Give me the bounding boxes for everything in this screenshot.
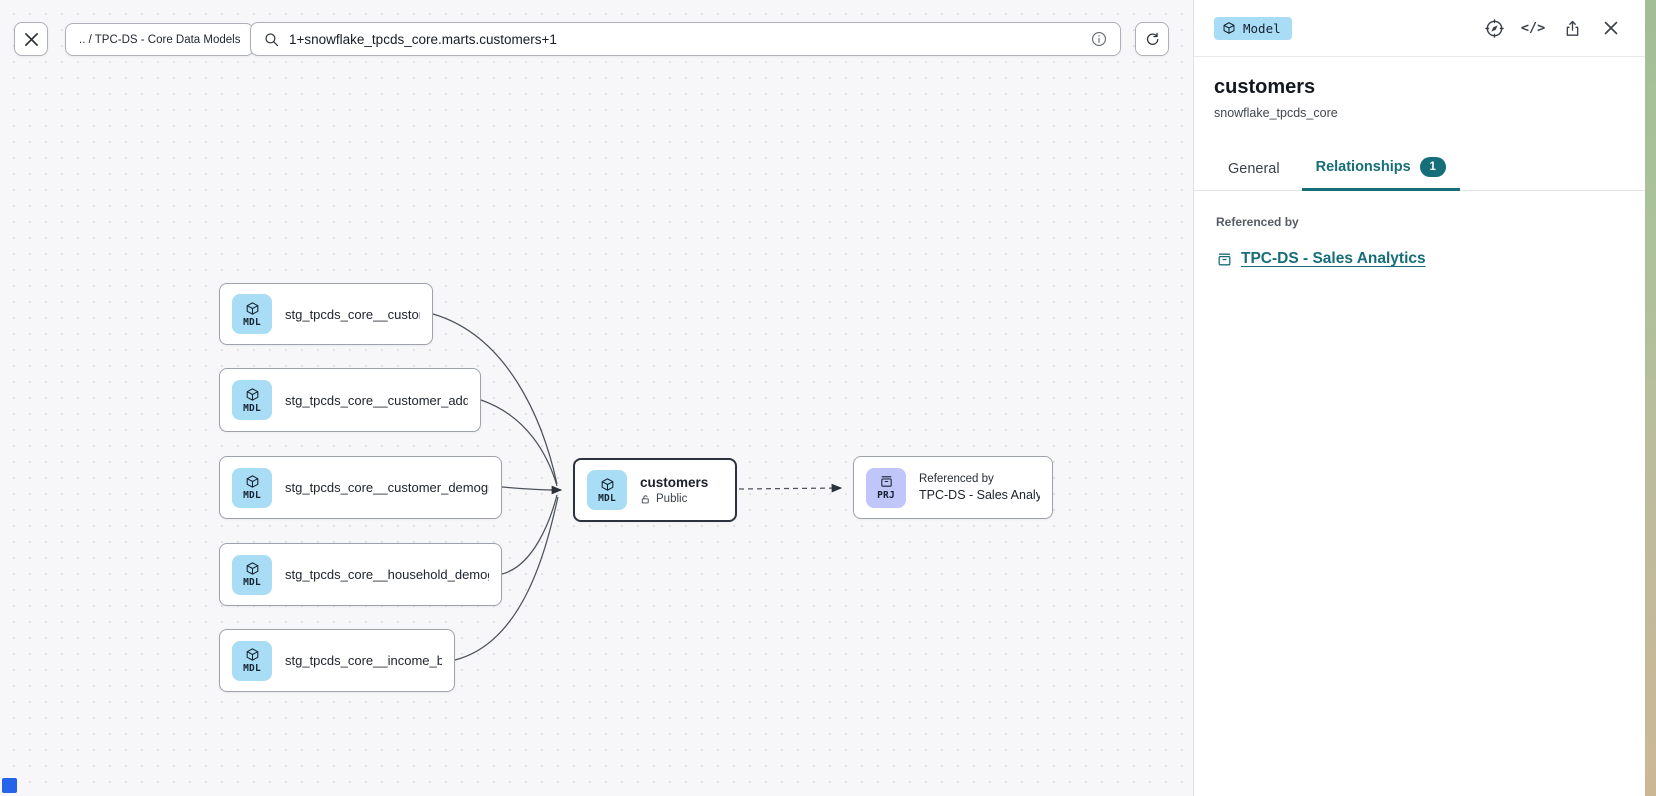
model-badge: MDL — [587, 470, 627, 510]
model-type-label: Model — [1243, 20, 1281, 36]
search-input[interactable] — [289, 31, 1081, 47]
node-stg-tpcds-core-customer-address[interactable]: MDL stg_tpcds_core__customer_address — [219, 368, 481, 432]
open-lock-icon — [641, 494, 649, 503]
section-label: Referenced by — [1216, 215, 1299, 229]
node-label: stg_tpcds_core__customer — [285, 306, 420, 322]
node-label: customers — [640, 475, 709, 490]
node-stg-tpcds-core-household-demographics[interactable]: MDL stg_tpcds_core__household_demogr… — [219, 543, 502, 606]
refresh-button[interactable] — [1135, 22, 1169, 56]
tab-relationships-label: Relationships — [1315, 159, 1411, 175]
close-panel-button[interactable] — [1599, 16, 1623, 40]
breadcrumb[interactable]: .. / TPC-DS - Core Data Models — [65, 23, 255, 56]
project-badge: PRJ — [866, 467, 906, 508]
node-label: stg_tpcds_core__customer_demogra… — [285, 480, 489, 495]
tab-relationships[interactable]: Relationships 1 — [1301, 145, 1460, 191]
model-badge: MDL — [232, 294, 272, 334]
cube-icon — [246, 562, 258, 575]
node-label: TPC-DS - Sales Analytics — [919, 488, 1040, 502]
relationship-count-badge: 1 — [1419, 157, 1446, 177]
search-icon — [265, 32, 279, 46]
visibility-label: Public — [656, 493, 688, 505]
close-icon — [24, 32, 38, 46]
node-stg-tpcds-core-income-band[interactable]: MDL stg_tpcds_core__income_band — [219, 629, 455, 692]
model-badge: MDL — [232, 640, 272, 681]
lineage-canvas[interactable]: .. / TPC-DS - Core Data Models MDL stg_t… — [0, 0, 1193, 796]
drawer-icon — [880, 476, 892, 487]
close-lineage-button[interactable] — [14, 22, 48, 56]
code-icon: </> — [1520, 20, 1546, 36]
cube-icon — [246, 648, 258, 661]
node-label: stg_tpcds_core__customer_address — [285, 392, 468, 408]
node-reference-title: Referenced by — [919, 473, 994, 485]
breadcrumb-label: .. / TPC-DS - Core Data Models — [79, 33, 241, 46]
refresh-icon — [1146, 32, 1158, 45]
cube-icon — [601, 477, 613, 491]
minimap-viewport-indicator — [2, 778, 17, 793]
info-icon[interactable] — [1090, 30, 1108, 48]
tab-general-label: General — [1228, 161, 1280, 177]
share-button[interactable] — [1560, 16, 1584, 40]
compass-icon — [1484, 18, 1504, 38]
badge-code-label: MDL — [243, 316, 261, 328]
node-visibility: Public — [640, 493, 708, 505]
model-type-badge: Model — [1214, 16, 1292, 40]
canvas-bottom-scrollbar[interactable] — [0, 786, 1193, 796]
node-referenced-project[interactable]: PRJ Referenced by TPC-DS - Sales Analyti… — [853, 456, 1053, 519]
explore-lineage-button[interactable] — [1482, 16, 1506, 40]
page-title: customers — [1214, 76, 1316, 98]
badge-code-label: MDL — [598, 492, 616, 504]
panel-tabs: General Relationships 1 — [1194, 145, 1645, 191]
badge-code-label: MDL — [243, 577, 261, 588]
cube-icon — [246, 301, 258, 315]
badge-code-label: MDL — [243, 402, 261, 414]
badge-code-label: MDL — [243, 663, 261, 674]
badge-code-label: MDL — [243, 490, 261, 501]
badge-code-label: PRJ — [877, 490, 895, 501]
model-badge: MDL — [232, 467, 272, 508]
lineage-search[interactable] — [250, 22, 1121, 56]
details-panel: Model </> customers snowflake_tpcds_core — [1193, 0, 1645, 796]
model-badge: MDL — [232, 380, 272, 420]
node-label: stg_tpcds_core__household_demogr… — [285, 567, 489, 582]
view-code-button[interactable]: </> — [1521, 16, 1545, 40]
share-icon — [1566, 20, 1578, 36]
referenced-project-link[interactable]: TPC-DS - Sales Analytics — [1241, 250, 1426, 267]
cube-icon — [246, 475, 258, 488]
node-label: stg_tpcds_core__income_band — [285, 653, 442, 668]
close-icon — [1604, 21, 1618, 35]
referenced-by-section: Referenced by TPC-DS - Sales Analytics — [1194, 191, 1645, 268]
cube-icon — [1223, 22, 1235, 34]
schema-subtitle: snowflake_tpcds_core — [1214, 106, 1338, 120]
panel-title-block: customers snowflake_tpcds_core — [1194, 57, 1645, 120]
drawer-icon — [1218, 253, 1231, 265]
desktop-wallpaper-edge — [1645, 0, 1656, 796]
node-stg-tpcds-core-customer-demographics[interactable]: MDL stg_tpcds_core__customer_demogra… — [219, 456, 502, 519]
panel-header: Model </> — [1194, 0, 1645, 57]
lineage-edges — [432, 313, 843, 661]
cube-icon — [246, 387, 258, 401]
model-badge: MDL — [232, 554, 272, 595]
node-customers-selected[interactable]: MDL customers Public — [573, 458, 737, 522]
node-stg-tpcds-core-customer[interactable]: MDL stg_tpcds_core__customer — [219, 283, 433, 345]
tab-general[interactable]: General — [1214, 149, 1294, 191]
